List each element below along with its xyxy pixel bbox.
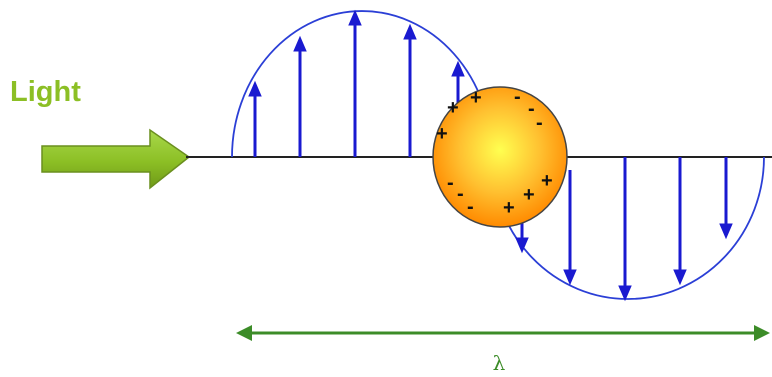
nanoparticle xyxy=(432,86,568,228)
field-arrow-head xyxy=(248,80,262,97)
field-arrow-head xyxy=(618,285,632,302)
light-label: Light xyxy=(10,76,81,108)
field-arrow-head xyxy=(563,269,577,286)
positive-charge: + xyxy=(523,184,535,206)
double-headed-arrow-icon xyxy=(236,325,770,341)
negative-charge: - xyxy=(457,183,464,205)
positive-charge: + xyxy=(541,170,553,192)
field-arrow-head xyxy=(451,60,465,77)
upward-field-arrows xyxy=(248,9,465,157)
field-arrow-head xyxy=(515,237,529,254)
positive-charge: + xyxy=(470,87,482,109)
surface-charges: + + + - - - - - - + + + xyxy=(436,86,553,219)
light-direction-arrow-icon xyxy=(41,128,191,190)
positive-half-wave xyxy=(231,10,493,158)
downward-field-arrows xyxy=(515,157,733,302)
negative-charge: - xyxy=(514,86,521,108)
positive-charge: + xyxy=(436,123,448,145)
negative-charge: - xyxy=(528,98,535,120)
wavelength-label: λ xyxy=(493,351,506,375)
field-arrow-head xyxy=(719,223,733,240)
field-arrow-head xyxy=(348,9,362,26)
negative-charge: - xyxy=(467,196,474,218)
positive-charge: + xyxy=(447,97,459,119)
positive-charge: + xyxy=(503,197,515,219)
field-arrow-head xyxy=(293,35,307,52)
negative-charge: - xyxy=(447,172,454,194)
field-arrow-head xyxy=(403,23,417,40)
negative-charge: - xyxy=(536,112,543,134)
field-arrow-head xyxy=(673,269,687,286)
